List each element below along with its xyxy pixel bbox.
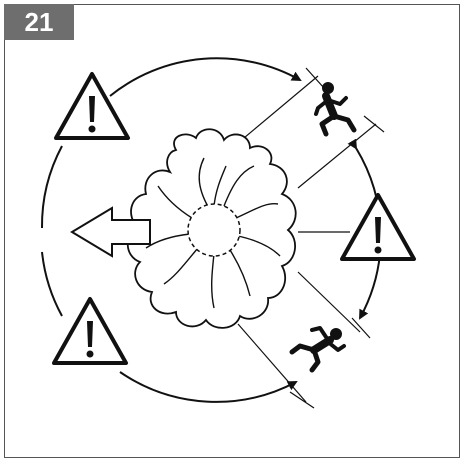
explosion-core	[188, 204, 240, 256]
distance-tick-1	[306, 68, 324, 88]
explosion-cloud-icon	[128, 129, 296, 328]
arc-left-upper	[42, 146, 62, 228]
distance-line-2	[298, 124, 376, 188]
warning-triangle-icon	[54, 299, 126, 363]
distance-tick-4	[290, 392, 314, 408]
arc-left-lower	[42, 252, 62, 316]
running-person-icon	[292, 328, 344, 370]
distance-tick-3	[352, 318, 370, 338]
warning-triangle-icon	[342, 195, 414, 259]
distance-line-4	[298, 272, 360, 332]
distance-line-5	[238, 324, 306, 402]
running-person-icon	[316, 82, 354, 134]
distance-tick-2	[364, 116, 384, 132]
arc-top	[110, 58, 300, 96]
warning-triangle-icon	[56, 74, 128, 138]
arc-bottom	[120, 372, 296, 402]
